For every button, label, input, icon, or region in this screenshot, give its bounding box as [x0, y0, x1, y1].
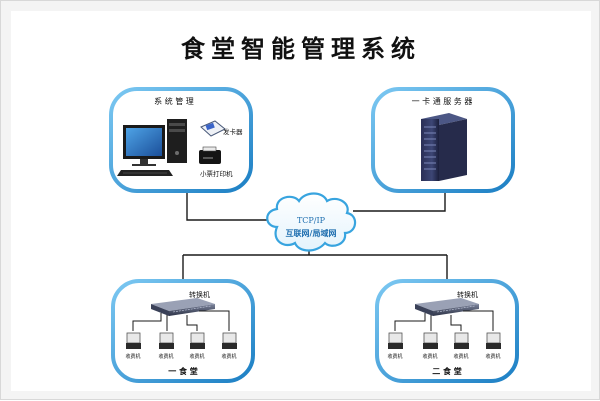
- terminal-icon: [126, 332, 141, 349]
- server-icon: [421, 113, 467, 181]
- terminal-label: 收费机: [387, 353, 402, 360]
- terminal-icon: [190, 332, 205, 349]
- terminal-label: 收费机: [422, 353, 437, 360]
- server-title: 一 卡 通 服 务 器: [412, 96, 473, 106]
- terminal-label: 收费机: [485, 353, 500, 360]
- canteen1-switch-icon: [151, 298, 215, 316]
- canteen1-frame: 转换机: [111, 279, 255, 383]
- keyboard-icon: [117, 170, 173, 176]
- terminal-icon: [454, 332, 469, 349]
- canteen2-terminals: 收费机 收费机 收费机 收费机: [387, 332, 501, 360]
- network-type-label: 互联网/局域网: [286, 228, 337, 238]
- terminal-icon: [423, 332, 438, 349]
- page-title: 食堂智能管理系统: [181, 35, 421, 63]
- canteen2-wiring: [394, 310, 494, 331]
- terminal-label: 收费机: [158, 353, 173, 360]
- terminal-icon: [388, 332, 403, 349]
- terminal-label: 收费机: [221, 353, 236, 360]
- terminal-label: 收费机: [189, 353, 204, 360]
- terminal-icon: [159, 332, 174, 349]
- receipt-printer-label: 小票打印机: [200, 169, 233, 178]
- canteen1-wiring: [132, 310, 230, 331]
- canteen2-switch-label: 转换机: [457, 290, 478, 299]
- canteen1-title: 一 食 堂: [168, 366, 198, 376]
- server-frame: 一 卡 通 服 务 器: [371, 87, 515, 193]
- monitor-icon: [123, 125, 165, 166]
- canteen1-switch-label: 转换机: [189, 290, 210, 299]
- computer-tower-icon: [167, 119, 187, 163]
- management-title: 系 统 管 理: [154, 96, 194, 106]
- receipt-printer-icon: [199, 146, 221, 164]
- terminal-label: 收费机: [125, 353, 140, 360]
- terminal-label: 收费机: [453, 353, 468, 360]
- terminal-icon: [222, 332, 237, 349]
- canteen2-title: 二 食 堂: [432, 366, 462, 376]
- terminal-icon: [486, 332, 501, 349]
- card-issuer-icon: [200, 120, 226, 137]
- management-frame: 系 统 管 理: [109, 87, 253, 193]
- card-issuer-label: 发卡器: [223, 127, 243, 136]
- network-protocol-label: TCP/IP: [297, 216, 326, 225]
- canteen2-frame: 转换机: [375, 279, 519, 383]
- network-cloud: TCP/IP 互联网/局域网: [266, 192, 357, 252]
- canteen2-switch-icon: [415, 298, 479, 316]
- canteen1-terminals: 收费机 收费机 收费机 收费机: [125, 332, 237, 360]
